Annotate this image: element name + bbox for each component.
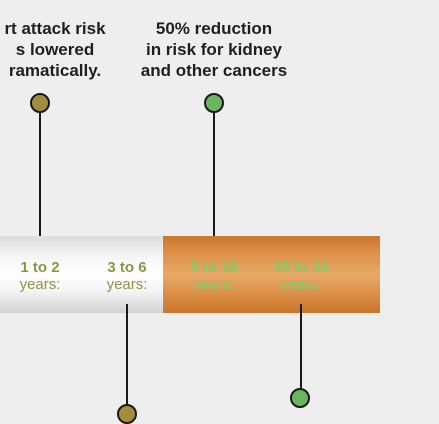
segment-unit: years: bbox=[193, 276, 235, 293]
caption-line: ramatically. bbox=[8, 61, 102, 80]
marker-olive-bottom-node bbox=[117, 404, 137, 424]
segment-unit: years: bbox=[280, 276, 322, 293]
marker-green-top-stem bbox=[213, 113, 215, 249]
timeline-band-orange bbox=[163, 236, 380, 313]
segment-range: 3 to 6 bbox=[107, 259, 147, 276]
caption-line: in risk for kidney bbox=[145, 40, 283, 59]
caption-line: rt attack risk bbox=[4, 19, 106, 38]
timeline-band-white bbox=[0, 236, 163, 313]
marker-green-bottom-node bbox=[290, 388, 310, 408]
caption-line: s lowered bbox=[15, 40, 95, 59]
marker-olive-top-node bbox=[30, 93, 50, 113]
marker-olive-bottom-stem bbox=[126, 304, 128, 406]
segment-1-to-2-years: 1 to 2 years: bbox=[8, 259, 72, 293]
marker-green-top-node bbox=[204, 93, 224, 113]
segment-range: 5 to 15 bbox=[190, 259, 238, 276]
segment-15-to-20-years: 15 to 20 years: bbox=[262, 259, 340, 293]
caption-line: and other cancers bbox=[140, 61, 288, 80]
marker-green-bottom-stem bbox=[300, 304, 302, 390]
segment-3-to-6-years: 3 to 6 years: bbox=[94, 259, 160, 293]
caption-heart-attack-risk: rt attack risk s lowered ramatically. bbox=[0, 18, 128, 81]
segment-range: 1 to 2 bbox=[20, 259, 60, 276]
segment-range: 15 to 20 bbox=[273, 259, 329, 276]
marker-olive-top-stem bbox=[39, 113, 41, 249]
segment-5-to-15-years: 5 to 15 years: bbox=[180, 259, 248, 293]
caption-cancer-risk-reduction: 50% reduction in risk for kidney and oth… bbox=[126, 18, 302, 81]
caption-line: 50% reduction bbox=[155, 19, 273, 38]
segment-unit: years: bbox=[19, 276, 61, 293]
segment-unit: years: bbox=[106, 276, 148, 293]
